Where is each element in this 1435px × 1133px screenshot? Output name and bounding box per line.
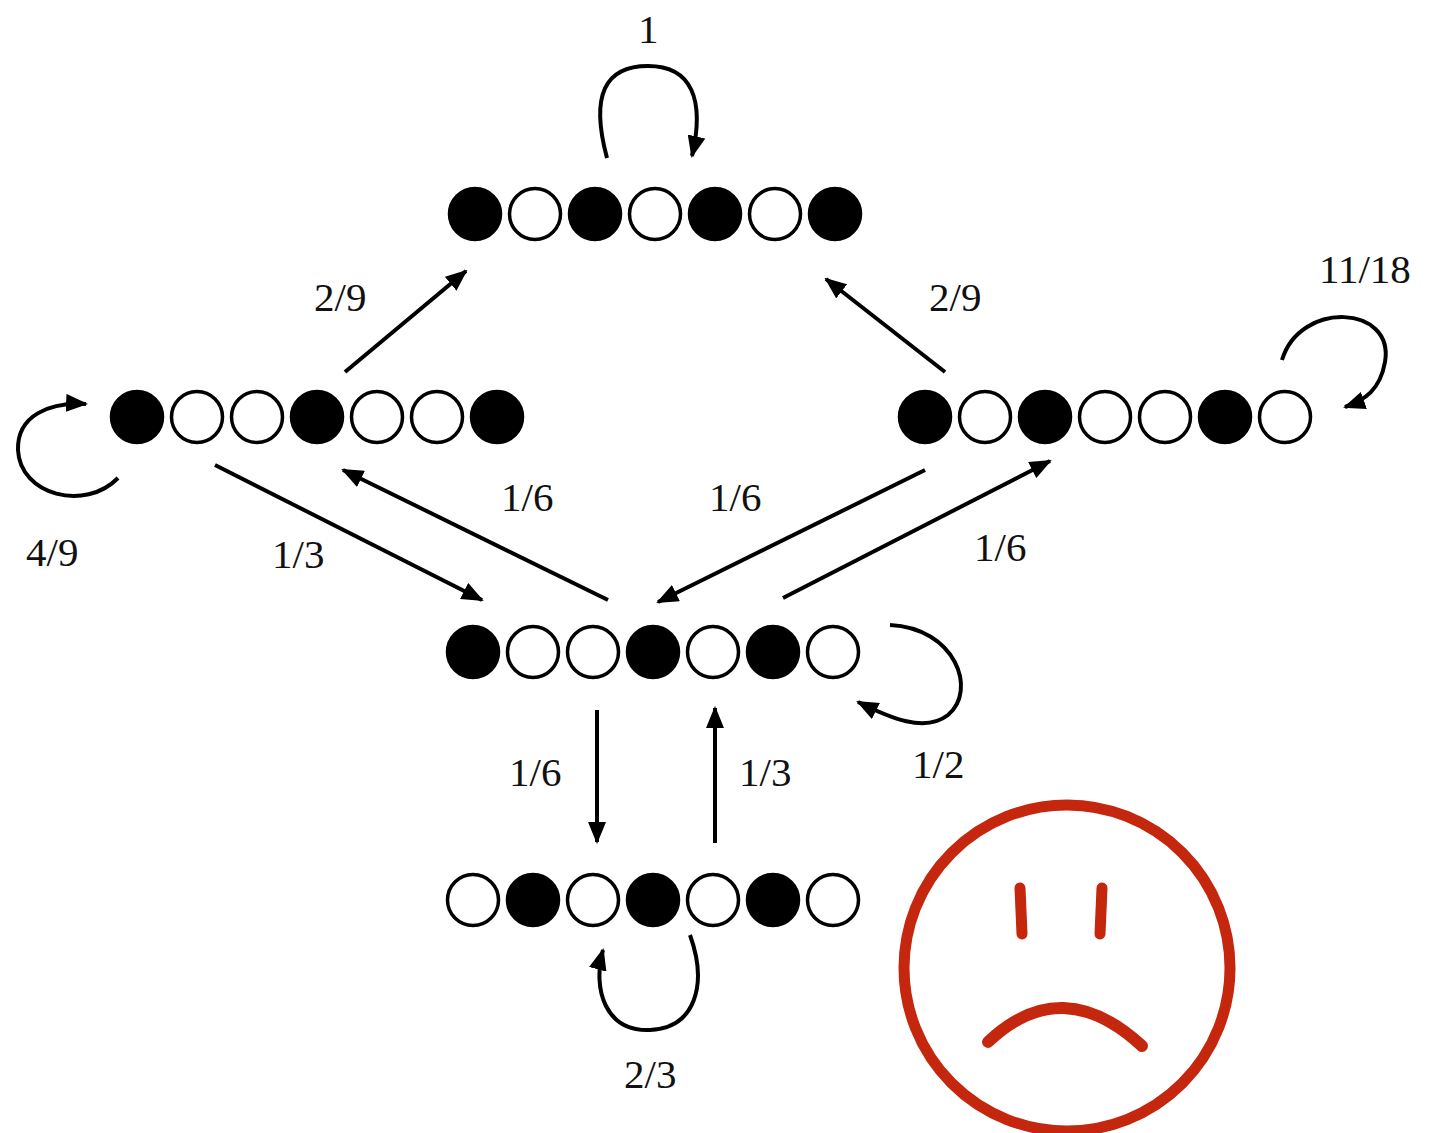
transition-arrow: [215, 465, 482, 600]
empty-bead: [510, 189, 561, 240]
transition-probability: 1/6: [498, 475, 556, 520]
self-loop-arrow: [600, 66, 697, 158]
filled-bead: [472, 392, 523, 443]
transition-probability: 1/3: [736, 750, 794, 795]
loop-group: [599, 935, 697, 1030]
state-node: [445, 185, 865, 243]
empty-bead: [232, 392, 283, 443]
state-node: [895, 388, 1315, 446]
filled-bead: [628, 875, 679, 926]
transition-probability: 1: [635, 7, 662, 52]
transition-arrow: [783, 461, 1050, 598]
filled-bead: [690, 189, 741, 240]
transition-arrow: [595, 710, 599, 842]
filled-bead: [450, 189, 501, 240]
filled-bead: [292, 392, 343, 443]
empty-bead: [1260, 392, 1311, 443]
empty-bead: [960, 392, 1011, 443]
loop-group: [858, 625, 961, 723]
empty-bead: [688, 627, 739, 678]
face-mouth: [988, 1008, 1142, 1046]
transition-probability: 11/18: [1316, 247, 1414, 292]
transition-arrow: [343, 470, 608, 600]
filled-bead: [570, 189, 621, 240]
transition-probability: 2/9: [311, 275, 369, 320]
filled-bead: [748, 627, 799, 678]
face-outline: [904, 805, 1230, 1131]
transition-probability: 1/6: [706, 475, 764, 520]
empty-bead: [688, 875, 739, 926]
transition-probability: 1/3: [269, 532, 327, 577]
empty-bead: [1140, 392, 1191, 443]
bead-row: [445, 185, 865, 243]
filled-bead: [1200, 392, 1251, 443]
empty-bead: [172, 392, 223, 443]
empty-bead: [808, 875, 859, 926]
loop-group: [600, 66, 697, 158]
transition-probability: 1/2: [909, 742, 967, 787]
empty-bead: [508, 627, 559, 678]
bead-row: [107, 388, 527, 446]
transition-probability: 2/3: [621, 1052, 679, 1097]
self-loop-arrow: [858, 625, 961, 723]
empty-bead: [412, 392, 463, 443]
filled-bead: [628, 627, 679, 678]
self-loop-arrow: [18, 404, 118, 496]
filled-bead: [448, 627, 499, 678]
transition-probability: 2/9: [926, 275, 984, 320]
empty-bead: [448, 875, 499, 926]
bead-row: [443, 623, 863, 681]
face-eye: [1100, 888, 1102, 934]
transition-probability: 4/9: [23, 530, 81, 575]
transition-probability: 1/6: [971, 525, 1029, 570]
loop-group: [18, 404, 118, 496]
transition-arrow: [658, 470, 925, 602]
filled-bead: [900, 392, 951, 443]
bead-row: [443, 871, 863, 929]
state-node: [443, 623, 863, 681]
empty-bead: [750, 189, 801, 240]
state-node: [107, 388, 527, 446]
filled-bead: [1020, 392, 1071, 443]
empty-bead: [568, 627, 619, 678]
empty-bead: [1080, 392, 1131, 443]
empty-bead: [568, 875, 619, 926]
empty-bead: [352, 392, 403, 443]
face-eye: [1020, 888, 1022, 934]
transition-probability: 1/6: [506, 750, 564, 795]
filled-bead: [748, 875, 799, 926]
filled-bead: [112, 392, 163, 443]
state-node: [443, 871, 863, 929]
bead-row: [895, 388, 1315, 446]
transition-arrow: [713, 708, 717, 843]
filled-bead: [508, 875, 559, 926]
self-loop-arrow: [599, 935, 697, 1030]
empty-bead: [808, 627, 859, 678]
filled-bead: [810, 189, 861, 240]
empty-bead: [630, 189, 681, 240]
